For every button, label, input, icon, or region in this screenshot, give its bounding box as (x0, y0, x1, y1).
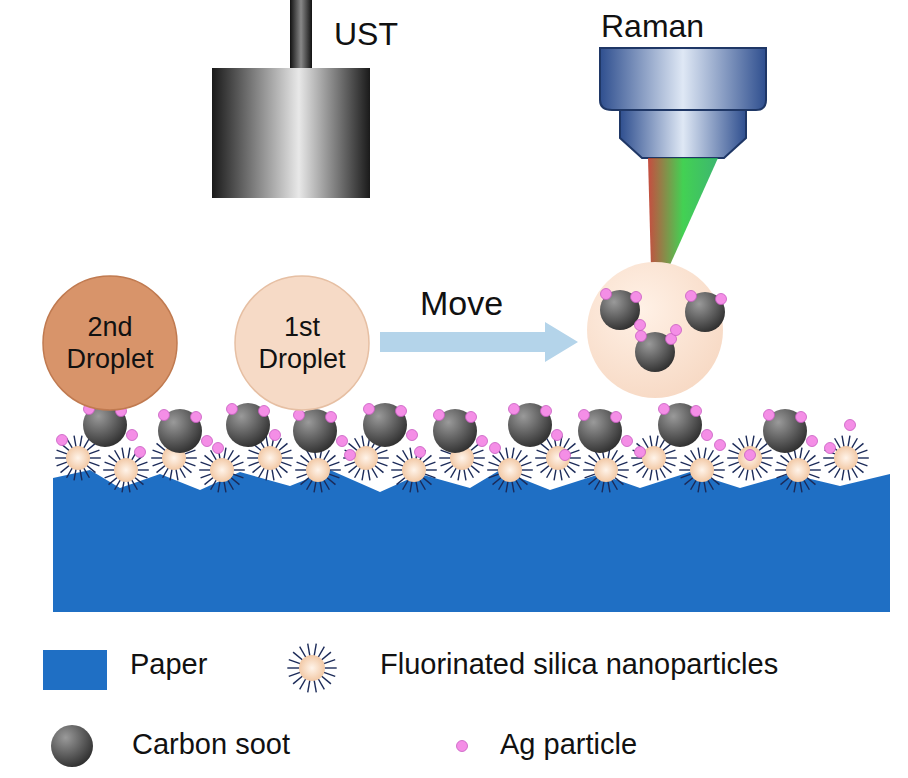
ag-particle (270, 430, 281, 441)
silica-nanoparticle (775, 448, 821, 493)
ag-particle (635, 320, 646, 331)
ag-particle (135, 447, 146, 458)
ag-particle (294, 410, 305, 421)
ag-particle (560, 450, 571, 461)
silica-nanoparticle (823, 436, 869, 481)
ag-particle (57, 435, 68, 446)
ag-particle (715, 440, 726, 451)
move-arrow (380, 322, 578, 362)
device-label: UST (334, 16, 398, 53)
ag-particle (845, 420, 856, 431)
ag-particle (579, 410, 590, 421)
ag-particle (622, 436, 633, 447)
silica-nanoparticle (583, 448, 629, 493)
objective-tip (620, 110, 746, 158)
droplet-label: 1st Droplet (247, 311, 357, 376)
ag-particle (407, 430, 418, 441)
ag-particle (466, 412, 477, 423)
ag-particle (611, 412, 622, 423)
silica-nanoparticle (287, 644, 336, 693)
ag-particle (702, 430, 713, 441)
silica-nanoparticle (727, 436, 773, 481)
droplet: 2nd Droplet (42, 275, 178, 411)
ag-particle (807, 436, 818, 447)
silica-nanoparticle (199, 448, 245, 493)
ag-particle (259, 406, 270, 417)
ag-particle (337, 436, 348, 447)
carbon-soot (433, 409, 477, 453)
ag-particle (691, 406, 702, 417)
ag-particle (227, 404, 238, 415)
ag-particle (326, 412, 337, 423)
carbon-soot (51, 725, 93, 767)
paper-substrate (53, 470, 890, 612)
ag-particle (396, 406, 407, 417)
droplet: 1st Droplet (234, 275, 370, 411)
motion-label: Move (420, 284, 503, 323)
ag-particle (686, 291, 697, 302)
carbon-soot (658, 403, 702, 447)
ag-particle (159, 410, 170, 421)
ultrasonic-transducer (212, 68, 370, 198)
ag-particle (796, 412, 807, 423)
legend-swatch (43, 650, 107, 690)
legend-label: Paper (130, 648, 207, 681)
ag-particle (213, 443, 224, 454)
legend-label: Ag particle (500, 728, 637, 761)
instrument-label: Raman (601, 8, 704, 45)
ag-particle (477, 436, 488, 447)
silica-nanoparticle (679, 448, 725, 493)
ag-particle (635, 447, 646, 458)
silica-nanoparticle (487, 448, 533, 493)
ag-particle (631, 292, 642, 303)
carbon-soot (226, 403, 270, 447)
ag-particle (601, 289, 612, 300)
ag-particle (671, 325, 682, 336)
carbon-soot (363, 403, 407, 447)
raman-objective (600, 48, 766, 110)
silica-nanoparticle (295, 448, 341, 493)
ag-particle (345, 450, 356, 461)
ag-particle (490, 443, 501, 454)
ag-particle (364, 404, 375, 415)
transducer-stem (290, 0, 312, 70)
carbon-soot (508, 403, 552, 447)
ag-particle (636, 331, 647, 342)
ag-particle (825, 443, 836, 454)
carbon-soot (158, 409, 202, 453)
ag-particle (541, 406, 552, 417)
ag-particle (764, 410, 775, 421)
carbon-soot (293, 409, 337, 453)
ag-particle (745, 450, 756, 461)
silica-nanoparticle (391, 448, 437, 493)
legend-label: Fluorinated silica nanoparticles (380, 648, 778, 681)
carbon-soot (578, 409, 622, 453)
droplet-shape (234, 275, 370, 411)
ag-particle (552, 430, 563, 441)
ag-particle (191, 412, 202, 423)
carbon-soot (763, 409, 807, 453)
ag-particle (716, 294, 727, 305)
legend-label: Carbon soot (132, 728, 290, 761)
ag-particle (434, 410, 445, 421)
ag-particle (457, 741, 468, 752)
droplet-label: 2nd Droplet (55, 311, 165, 376)
ag-particle (127, 430, 138, 441)
ag-particle (415, 447, 426, 458)
ag-particle (659, 404, 670, 415)
droplet-shape (42, 275, 178, 411)
ag-particle (509, 404, 520, 415)
ag-particle (202, 436, 213, 447)
